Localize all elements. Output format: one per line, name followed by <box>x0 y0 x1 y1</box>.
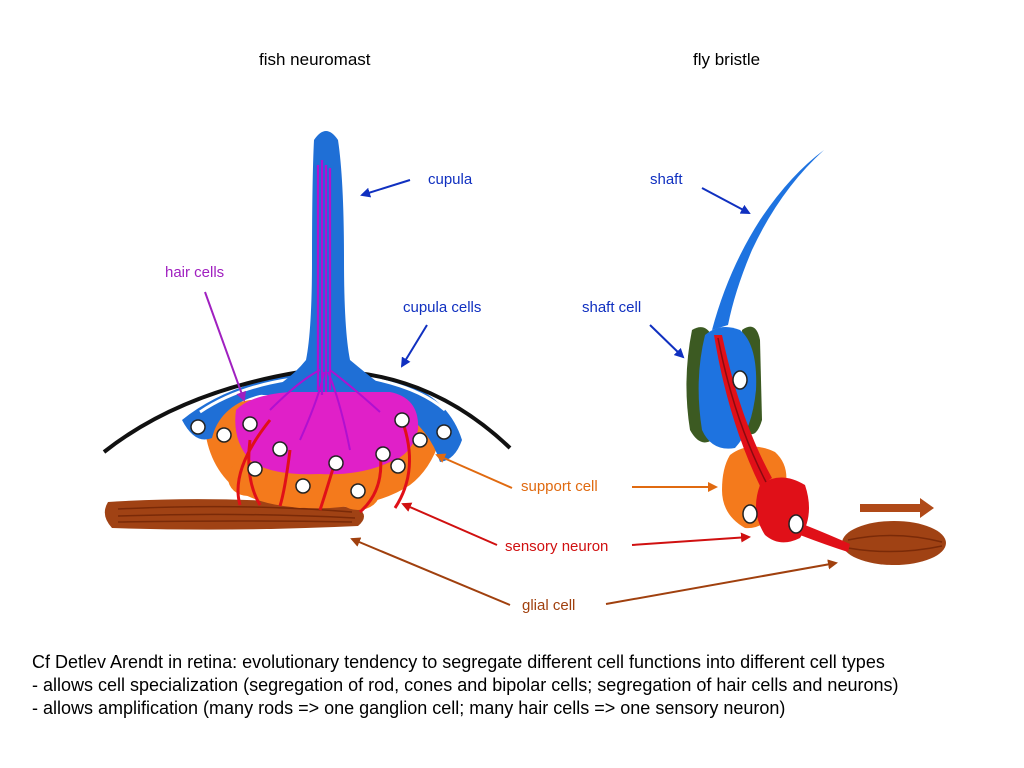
cupula-cells-arrow <box>400 324 428 368</box>
label-glial-cell: glial cell <box>350 537 838 614</box>
sensory-neuron-label: sensory neuron <box>505 538 608 555</box>
support-cell-arrow-left <box>435 453 513 489</box>
support-cell-label: support cell <box>521 478 598 495</box>
shaft-cell-label: shaft cell <box>582 299 641 316</box>
label-support-cell: support cell <box>435 453 718 495</box>
cupula-arrow <box>360 179 411 198</box>
glial-cell-arrow-right <box>605 559 838 605</box>
caption-line-1: Cf Detlev Arendt in retina: evolutionary… <box>32 652 885 672</box>
fly-bristle-title: fly bristle <box>693 50 761 69</box>
cell-type-diagram: cupula hair cells cupula cells shaft sha… <box>102 131 946 614</box>
cupula-label: cupula <box>428 171 473 188</box>
caption-line-2: - allows cell specialization (segregatio… <box>32 675 899 695</box>
glial-cell-label: glial cell <box>522 597 575 614</box>
label-cupula-cells: cupula cells <box>400 299 481 368</box>
hair-cells-label: hair cells <box>165 264 224 281</box>
shaft-cell-arrow <box>649 324 685 359</box>
fish-cupula <box>262 131 395 395</box>
fly-bristle-illustration <box>686 150 946 565</box>
label-shaft-cell: shaft cell <box>582 299 685 359</box>
label-hair-cells: hair cells <box>165 264 246 402</box>
label-sensory-neuron: sensory neuron <box>401 502 751 555</box>
signal-direction-arrow <box>860 498 934 518</box>
cupula-cells-label: cupula cells <box>403 299 481 316</box>
fly-shaft <box>712 150 824 330</box>
sensory-neuron-arrow-left <box>401 502 498 546</box>
shaft-label: shaft <box>650 171 683 188</box>
shaft-arrow <box>701 187 751 214</box>
sensory-neuron-arrow-right <box>631 532 751 546</box>
label-shaft: shaft <box>650 171 751 214</box>
fish-neuromast-title: fish neuromast <box>259 50 371 69</box>
label-cupula: cupula <box>360 171 473 198</box>
fish-cell-nuclei <box>190 412 452 499</box>
fish-neuromast-illustration <box>102 131 512 530</box>
glial-cell-arrow-left <box>350 537 511 606</box>
caption-line-3: - allows amplification (many rods => one… <box>32 698 786 718</box>
fly-cell-nuclei <box>732 370 804 534</box>
hair-cells-arrow <box>204 291 246 402</box>
fly-glial-cell <box>842 521 946 565</box>
caption-text: Cf Detlev Arendt in retina: evolutionary… <box>32 651 1012 720</box>
